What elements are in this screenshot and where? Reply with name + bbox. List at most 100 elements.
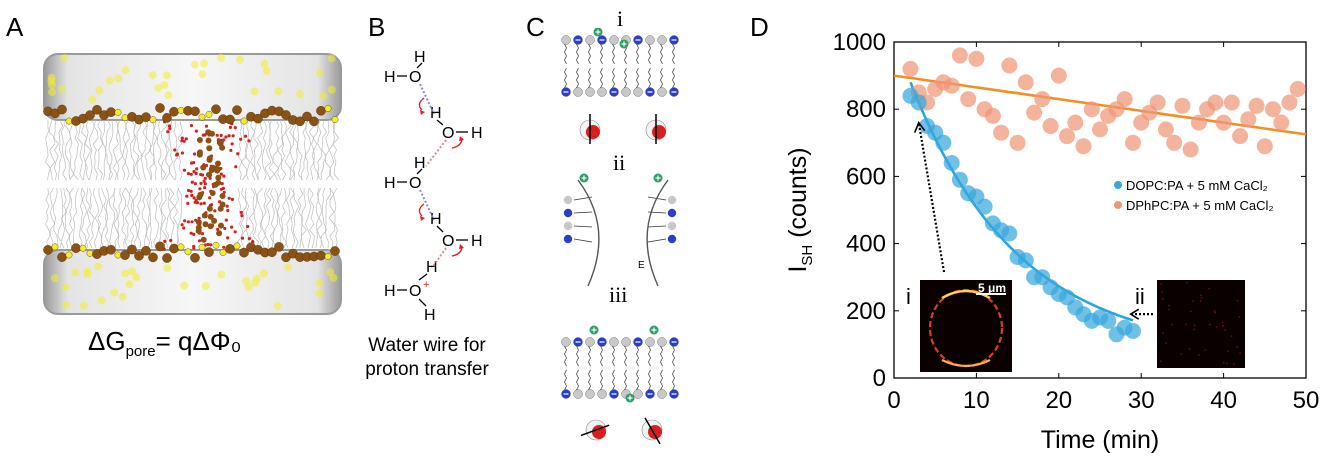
noise-pixel <box>1222 361 1225 364</box>
x-tick-label: 30 <box>1128 387 1155 414</box>
x-tick-label: 0 <box>887 387 900 414</box>
y-axis-label: ISH (counts) <box>784 147 816 272</box>
noise-pixel <box>1208 287 1210 290</box>
y-tick-label: 200 <box>846 298 886 325</box>
atom-h: H <box>414 155 426 172</box>
y-tick-label: 800 <box>846 96 886 123</box>
noise-pixel <box>1238 316 1240 318</box>
data-point-dphpc <box>1182 141 1199 158</box>
data-point-dphpc <box>1092 121 1108 138</box>
legend-marker-dphpc <box>1114 201 1122 209</box>
data-point-dphpc <box>1083 101 1100 118</box>
y-axis-label-rest: (counts) <box>784 147 812 244</box>
data-point-dopc <box>1017 252 1034 269</box>
atom-h: H <box>430 105 442 122</box>
equation-rhs: = qΔΦ₀ <box>155 326 242 356</box>
equation-lhs: ΔG <box>88 326 126 356</box>
data-point-dopc <box>951 171 968 188</box>
noise-pixel <box>1186 281 1188 284</box>
legend-label-dopc: DOPC:PA + 5 mM CaCl₂ <box>1126 178 1268 193</box>
legend-marker-dopc <box>1114 181 1122 189</box>
data-point-dphpc <box>1232 128 1249 145</box>
membrane-stages-diagram: E <box>561 28 679 445</box>
noise-pixel <box>1226 362 1228 365</box>
stage-label-i: i <box>617 6 624 31</box>
noise-pixel <box>1236 346 1239 348</box>
data-point-dphpc <box>1050 67 1067 84</box>
noise-pixel <box>1160 283 1162 285</box>
y-tick-label: 1000 <box>833 29 886 56</box>
data-point-dphpc <box>1001 57 1018 74</box>
noise-pixel <box>1200 297 1203 299</box>
data-point-dphpc <box>1042 118 1059 134</box>
membrane-pore-simulation-image <box>43 53 342 315</box>
atom-h: H <box>430 211 442 228</box>
atom-h: H <box>414 49 426 66</box>
arrow-head <box>913 121 926 133</box>
panel-a-letter: A <box>6 12 24 42</box>
data-point-dphpc <box>1174 97 1191 114</box>
data-point-dphpc <box>1125 134 1141 151</box>
noise-pixel <box>1162 332 1164 334</box>
data-point-dphpc <box>1059 128 1075 145</box>
noise-pixel <box>1161 291 1163 293</box>
arrow-to-point-i <box>917 122 946 273</box>
noise-pixel <box>1215 326 1218 328</box>
noise-pixel <box>1204 349 1207 351</box>
noise-pixel <box>1200 294 1202 297</box>
x-tick-label: 20 <box>1045 387 1072 414</box>
data-point-dphpc <box>968 50 985 67</box>
noise-pixel <box>1188 348 1191 350</box>
data-point-dphpc <box>1240 111 1257 128</box>
atom-o: O <box>409 175 421 192</box>
vesicle-bright-arc <box>941 359 991 368</box>
y-axis-label-main: I <box>784 266 812 273</box>
data-point-dopc <box>1125 323 1141 339</box>
noise-pixel <box>1214 311 1216 314</box>
water-wire-diagram: H H O O H H H O H O H H H H O + H <box>384 49 483 324</box>
atom-h: H <box>424 307 436 324</box>
data-point-dphpc <box>1223 94 1240 111</box>
data-point-dphpc <box>1116 91 1133 108</box>
data-point-dphpc <box>1190 114 1207 131</box>
data-point-dphpc <box>1215 114 1232 131</box>
x-axis-label: Time (min) <box>1041 426 1160 454</box>
noise-pixel <box>1224 329 1226 331</box>
noise-pixel <box>1162 298 1164 300</box>
equation-subscript: pore <box>125 343 156 361</box>
atom-h: H <box>471 125 483 142</box>
stage-label-iii: iii <box>609 282 628 307</box>
data-point-dphpc <box>1026 104 1043 121</box>
atom-h: H <box>384 283 396 300</box>
data-point-dphpc <box>1265 101 1281 118</box>
noise-pixel <box>1239 352 1241 354</box>
data-point-dphpc <box>1273 114 1290 131</box>
panel-c-letter: C <box>526 12 545 42</box>
noise-pixel <box>1227 350 1229 352</box>
y-axis-label-sub: SH <box>799 245 816 266</box>
noise-pixel <box>1193 328 1196 331</box>
y-tick-label: 0 <box>873 365 886 392</box>
data-point-dphpc <box>1149 94 1166 111</box>
water-wire-caption: Water wire for proton transfer <box>352 334 502 382</box>
data-point-dopc <box>1001 225 1018 242</box>
data-point-dphpc <box>902 60 919 77</box>
data-point-dphpc <box>1075 138 1092 155</box>
atom-h: H <box>384 69 396 86</box>
legend-label-dphpc: DPhPC:PA + 5 mM CaCl₂ <box>1126 198 1274 213</box>
atom-h: H <box>384 175 396 192</box>
data-point-dphpc <box>1256 138 1273 155</box>
noise-pixel <box>1160 360 1162 362</box>
atom-o: O <box>442 125 454 142</box>
noise-pixel <box>1190 310 1192 313</box>
legend: DOPC:PA + 5 mM CaCl₂ DPhPC:PA + 5 mM CaC… <box>1114 178 1274 213</box>
caption-line-2: proton transfer <box>365 359 489 380</box>
data-point-dphpc <box>951 47 968 64</box>
inset-image-ii <box>1157 280 1245 368</box>
noise-pixel <box>1192 300 1194 302</box>
noise-pixel <box>1168 304 1170 307</box>
data-point-dphpc <box>1166 134 1183 151</box>
data-point-dphpc <box>984 107 1001 124</box>
noise-pixel <box>1213 310 1216 312</box>
